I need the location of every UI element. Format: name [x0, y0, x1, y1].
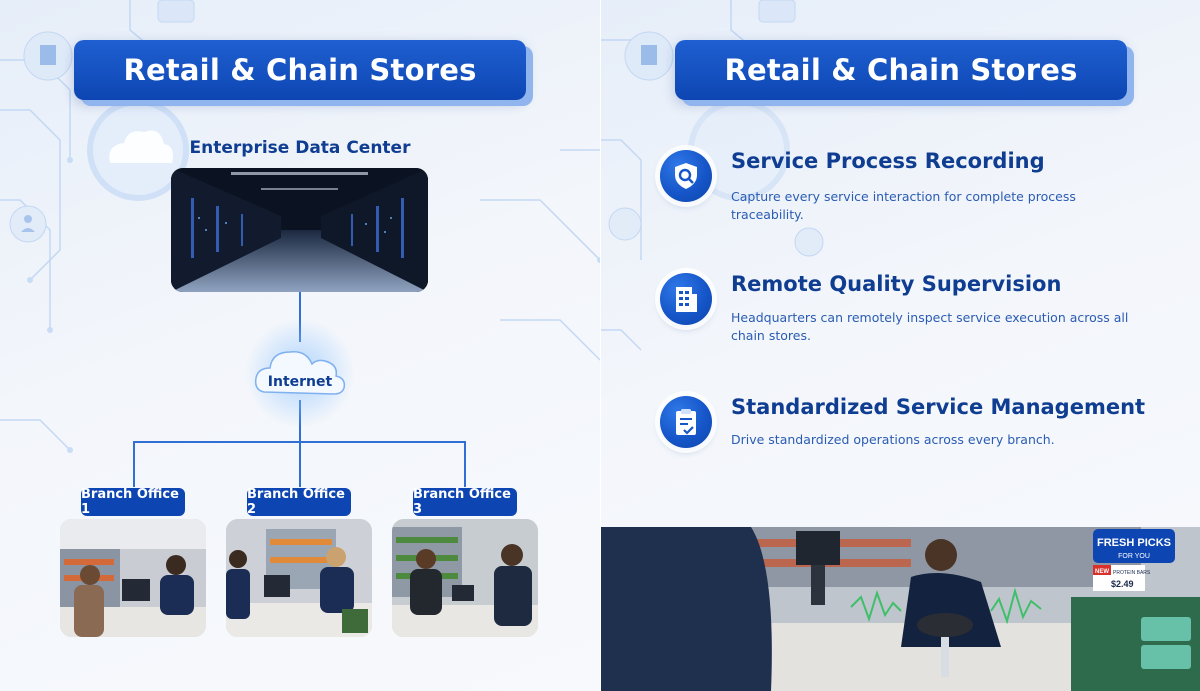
right-panel: Retail & Chain Stores Service Process Re…: [601, 0, 1200, 691]
branch-2-store-photo: [226, 519, 372, 637]
branch-3-connector: [464, 441, 466, 487]
shield-search-icon: [660, 150, 712, 202]
datacenter-connector: [299, 292, 301, 342]
building-icon: [660, 273, 712, 325]
checkout-counter-photo: FRESH PICKS FOR YOU NEW PROTEIN BARS $2.…: [601, 527, 1200, 691]
data-center-title: Enterprise Data Center: [189, 138, 411, 158]
panel-divider: [600, 0, 601, 691]
feature-description: Drive standardized operations across eve…: [731, 432, 1055, 447]
sign-title: FRESH PICKS: [1097, 537, 1171, 549]
cloud-icon: [254, 351, 346, 395]
tag-price: $2.49: [1111, 579, 1134, 589]
branch-office-2-label: Branch Office 2: [247, 487, 351, 517]
feature-title: Standardized Service Management: [731, 395, 1146, 419]
banner-title: Retail & Chain Stores: [123, 53, 477, 87]
branch-label-text: Branch Office 1: [81, 487, 179, 517]
feature-title: Remote Quality Supervision: [731, 272, 1062, 296]
branch-label-text: Branch Office 3: [413, 487, 511, 517]
tag-new: NEW: [1095, 569, 1109, 575]
branch-3-store-photo: [392, 519, 538, 637]
banner-title: Retail & Chain Stores: [724, 53, 1078, 87]
left-panel: Retail & Chain Stores Enterprise Data Ce…: [0, 0, 600, 691]
branch-2-connector: [299, 441, 301, 487]
data-center-photo: [171, 168, 428, 292]
left-title-banner: Retail & Chain Stores: [74, 40, 526, 100]
tag-product: PROTEIN BARS: [1113, 570, 1151, 576]
sign-subtitle: FOR YOU: [1118, 553, 1150, 560]
branch-office-3-label: Branch Office 3: [413, 487, 517, 517]
branch-office-1-label: Branch Office 1: [81, 487, 185, 517]
right-title-banner: Retail & Chain Stores: [675, 40, 1127, 100]
branch-label-text: Branch Office 2: [247, 487, 345, 517]
internet-label: Internet: [267, 374, 333, 390]
feature-description: Capture every service interaction for co…: [731, 189, 1076, 222]
clipboard-check-icon: [660, 396, 712, 448]
feature-description: Headquarters can remotely inspect servic…: [731, 310, 1129, 343]
branch-1-store-photo: [60, 519, 206, 637]
feature-title: Service Process Recording: [731, 149, 1045, 173]
branch-1-connector: [133, 441, 135, 487]
